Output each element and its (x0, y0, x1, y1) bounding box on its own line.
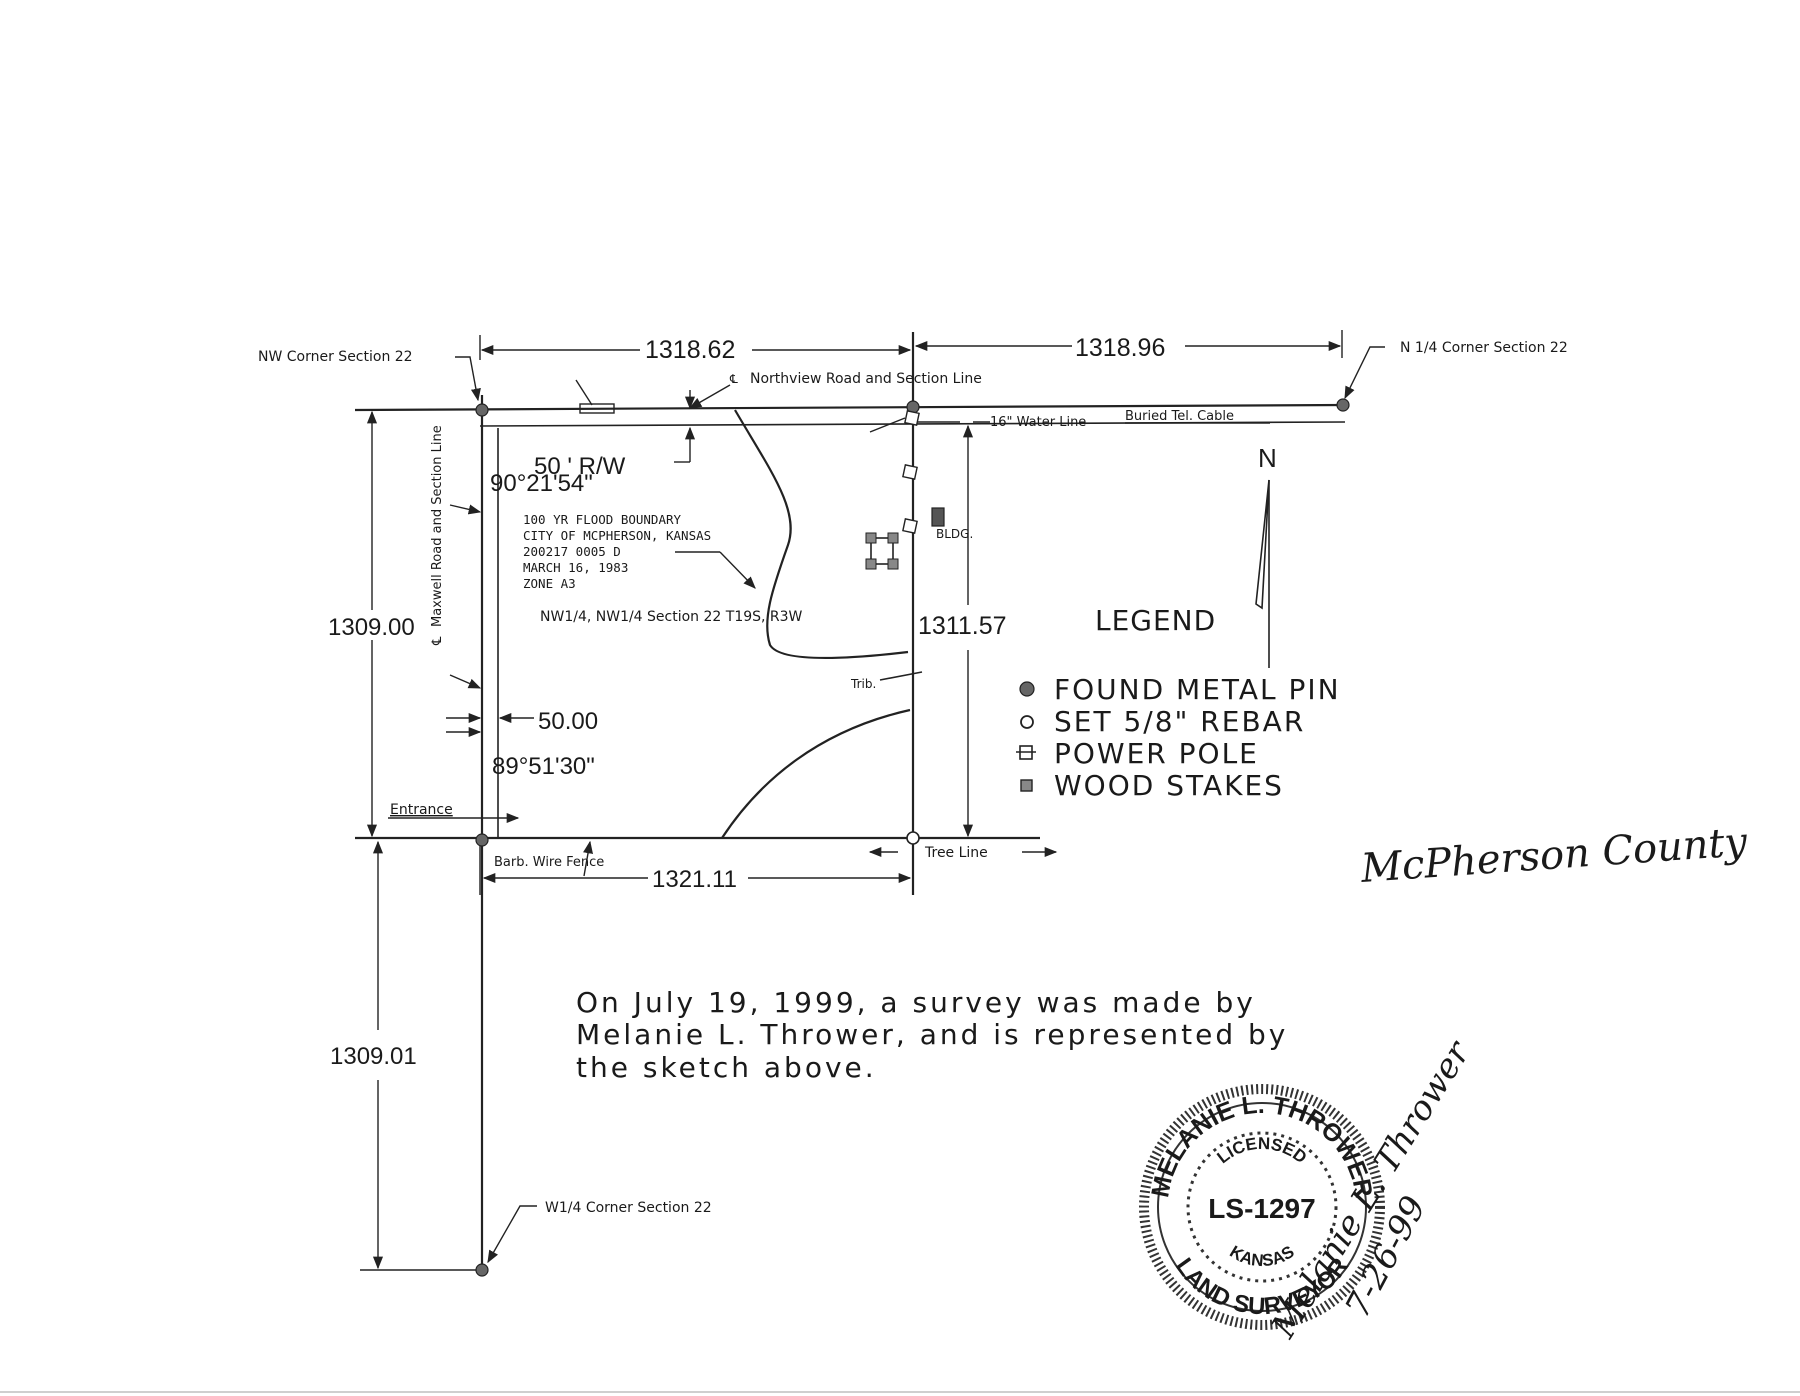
flood-note-line-3: 200217 0005 D (523, 544, 621, 559)
culvert-mark (579, 403, 615, 414)
dim-top-right: 1318.96 (1075, 334, 1165, 362)
top-dimension-lines (479, 330, 1343, 360)
flood-boundary-curve (734, 409, 909, 660)
dim-right: 1311.57 (918, 612, 1007, 640)
centerline-symbol-left: ℄ (430, 636, 445, 646)
county-note: McPherson County (1358, 819, 1749, 892)
bldg-label: BLDG. (936, 527, 973, 541)
found-pin-w-quarter (475, 1263, 489, 1277)
dim-left-upper: 1309.00 (328, 614, 415, 641)
north-arrow (1255, 479, 1270, 668)
centerline-symbol-top: ℄ (729, 372, 738, 386)
flood-note-line-4: MARCH 16, 1983 (523, 560, 628, 575)
angle-bottom: 89°51'30" (492, 753, 595, 780)
dim-bottom: 1321.11 (652, 866, 737, 893)
legend-item-power-pole: POWER POLE (1054, 737, 1259, 770)
north-label: N (1258, 443, 1277, 473)
tel-cable-label: Buried Tel. Cable (1125, 409, 1234, 424)
dim-left-lower: 1309.01 (330, 1043, 417, 1070)
statement-line-1: On July 19, 1999, a survey was made by (576, 986, 1256, 1019)
bldg-mark (931, 507, 945, 527)
water-line-label: 16" Water Line (990, 415, 1086, 430)
found-pin-nw (475, 403, 489, 417)
tree-line-label: Tree Line (924, 845, 988, 861)
found-metal-pin-icon (1019, 681, 1035, 697)
maxwell-road-label-group: ℄ Maxwell Road and Section Line (430, 425, 445, 646)
trib-label: Trib. (850, 677, 876, 691)
nw-corner-label: NW Corner Section 22 (258, 349, 413, 365)
flood-note-line-5: ZONE A3 (523, 576, 576, 591)
legend-item-wood-stakes: WOOD STAKES (1054, 769, 1284, 802)
flood-note-line-1: 100 YR FLOOD BOUNDARY (523, 512, 682, 527)
legend-item-rebar: SET 5/8" REBAR (1054, 705, 1305, 738)
left-dimension-lines (360, 410, 485, 1271)
seal-license-number: LS-1297 (1208, 1193, 1315, 1224)
survey-markers (475, 398, 1350, 1277)
n-quarter-corner-label: N 1/4 Corner Section 22 (1400, 340, 1568, 356)
found-pin-n-quarter (1336, 398, 1350, 412)
maxwell-road-label: Maxwell Road and Section Line (430, 425, 445, 627)
angle-top: 90°21'54" (490, 470, 593, 497)
maxwell-road-line (480, 395, 499, 1270)
seal-licensed: LICENSED (1214, 1134, 1311, 1167)
legend-title: LEGEND (1095, 604, 1216, 637)
set-rebar-se (906, 831, 920, 845)
set-rebar-icon (1020, 715, 1034, 729)
power-pole-2 (902, 464, 918, 480)
trib-pointer (879, 671, 923, 681)
flood-note-line-2: CITY OF MCPHERSON, KANSAS (523, 528, 711, 543)
statement-line-3: the sketch above. (576, 1051, 877, 1084)
dim-offset: 50.00 (538, 708, 598, 735)
w-quarter-corner-label: W1/4 Corner Section 22 (545, 1200, 712, 1216)
power-pole-1 (904, 410, 920, 426)
trib-curve (721, 708, 911, 839)
statement-line-2: Melanie L. Thrower, and is represented b… (576, 1018, 1288, 1051)
bottom-dimension-lines (479, 846, 912, 895)
northview-road-label: Northview Road and Section Line (750, 371, 982, 387)
right-of-way-label: 50 ' R/W (534, 453, 626, 480)
wood-stakes-group (865, 532, 899, 570)
dim-top-left: 1318.62 (645, 336, 735, 364)
entrance-label: Entrance (390, 802, 453, 818)
tract-label: NW1/4, NW1/4 Section 22 T19S, R3W (540, 609, 803, 625)
seal-state: KANSAS (1226, 1242, 1297, 1270)
wood-stakes-icon (1020, 779, 1033, 792)
surveyor-signature: Melanie L. Thrower 7-26-99 (1263, 1033, 1479, 1345)
power-pole-3 (902, 518, 918, 534)
barb-wire-label: Barb. Wire Fence (494, 855, 604, 870)
found-pin-sw (475, 833, 489, 847)
legend-item-found-pin: FOUND METAL PIN (1054, 673, 1341, 706)
survey-statement: On July 19, 1999, a survey was made by M… (576, 986, 1288, 1084)
legend: LEGEND FOUND METAL PIN SET 5/8" REBAR PO… (1016, 604, 1341, 802)
